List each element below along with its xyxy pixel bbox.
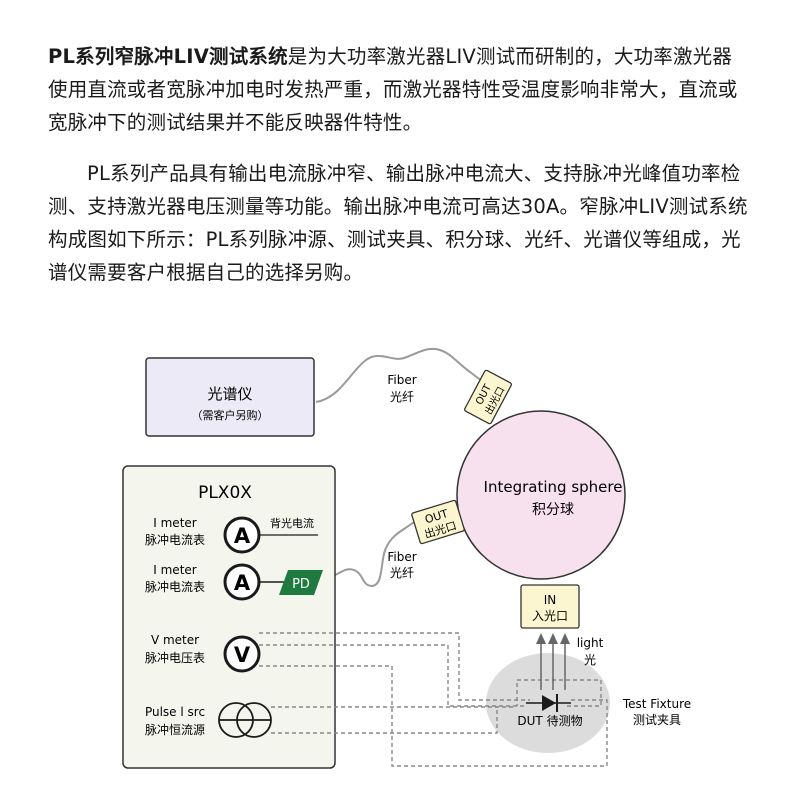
fiber-cable-top	[315, 347, 491, 403]
fiber-mid-label-zh: 光纤	[390, 566, 414, 580]
v-meter-en: V meter	[151, 633, 199, 647]
port-in	[520, 584, 580, 629]
port-in-zh: 入光口	[532, 609, 568, 623]
dut-diode-icon	[526, 694, 571, 712]
intro-paragraph-2: PL系列产品具有输出电流脉冲窄、输出脉冲电流大、支持脉冲光峰值功率检测、支持激光…	[48, 162, 748, 284]
fiber-top-label-en: Fiber	[387, 373, 416, 387]
current-source-icon	[218, 702, 272, 738]
fixture-label-en: Test Fixture	[622, 697, 691, 711]
light-label-en: light	[577, 636, 604, 650]
ammeter-1-symbol: A	[234, 524, 251, 548]
light-arrows-icon	[536, 633, 570, 690]
intro-text: PL系列窄脉冲LIV测试系统是为大功率激光器LIV测试而研制的，大功率激光器使用…	[48, 40, 748, 289]
i-meter-1-en: I meter	[153, 516, 197, 530]
port-in-en: IN	[544, 593, 557, 607]
pulse-src-en: Pulse l src	[145, 705, 205, 719]
v-meter-zh: 脉冲电压表	[145, 650, 205, 665]
i-meter-1-zh: 脉冲电流表	[145, 532, 205, 547]
fixture-label-zh: 测试夹具	[633, 712, 681, 727]
spectrometer-box	[145, 357, 315, 437]
voltmeter-icon	[223, 635, 261, 673]
dashed-wiring	[259, 632, 608, 767]
port-out-left: OUT 出光口	[411, 499, 465, 545]
pd-label: PD	[292, 577, 310, 592]
light-label-zh: 光	[584, 653, 596, 667]
spectrometer-title: 光谱仪	[207, 385, 252, 403]
plx-box	[122, 465, 336, 769]
intro-paragraph-1-text: 是为大功率激光器LIV测试而研制的，大功率激光器使用直流或者宽脉冲加电时发热严重…	[48, 45, 738, 134]
fiber-mid-label-en: Fiber	[387, 550, 416, 564]
spectrometer-note: （需客户另购）	[192, 408, 269, 422]
ammeter-2-symbol: A	[234, 571, 251, 595]
pulse-src-zh: 脉冲恒流源	[145, 722, 205, 737]
backlight-current-label: 背光电流	[270, 516, 314, 530]
pd-block	[279, 570, 323, 595]
i-meter-2-en: I meter	[153, 563, 197, 577]
sphere-label-zh: 积分球	[532, 502, 574, 518]
port-out-top: OUT 出光口	[464, 369, 512, 425]
product-name: PL系列窄脉冲LIV测试系统	[48, 45, 288, 68]
i-meter-2-zh: 脉冲电流表	[145, 579, 205, 594]
integrating-sphere	[456, 410, 626, 580]
plx-title: PLX0X	[198, 483, 252, 503]
dut-label: DUT 待测物	[517, 714, 582, 728]
sphere-label-en: Integrating sphere	[484, 478, 623, 496]
voltmeter-symbol: V	[234, 643, 251, 667]
intro-paragraph-1: PL系列窄脉冲LIV测试系统是为大功率激光器LIV测试而研制的，大功率激光器使用…	[48, 40, 748, 139]
fiber-top-label-zh: 光纤	[390, 390, 414, 404]
